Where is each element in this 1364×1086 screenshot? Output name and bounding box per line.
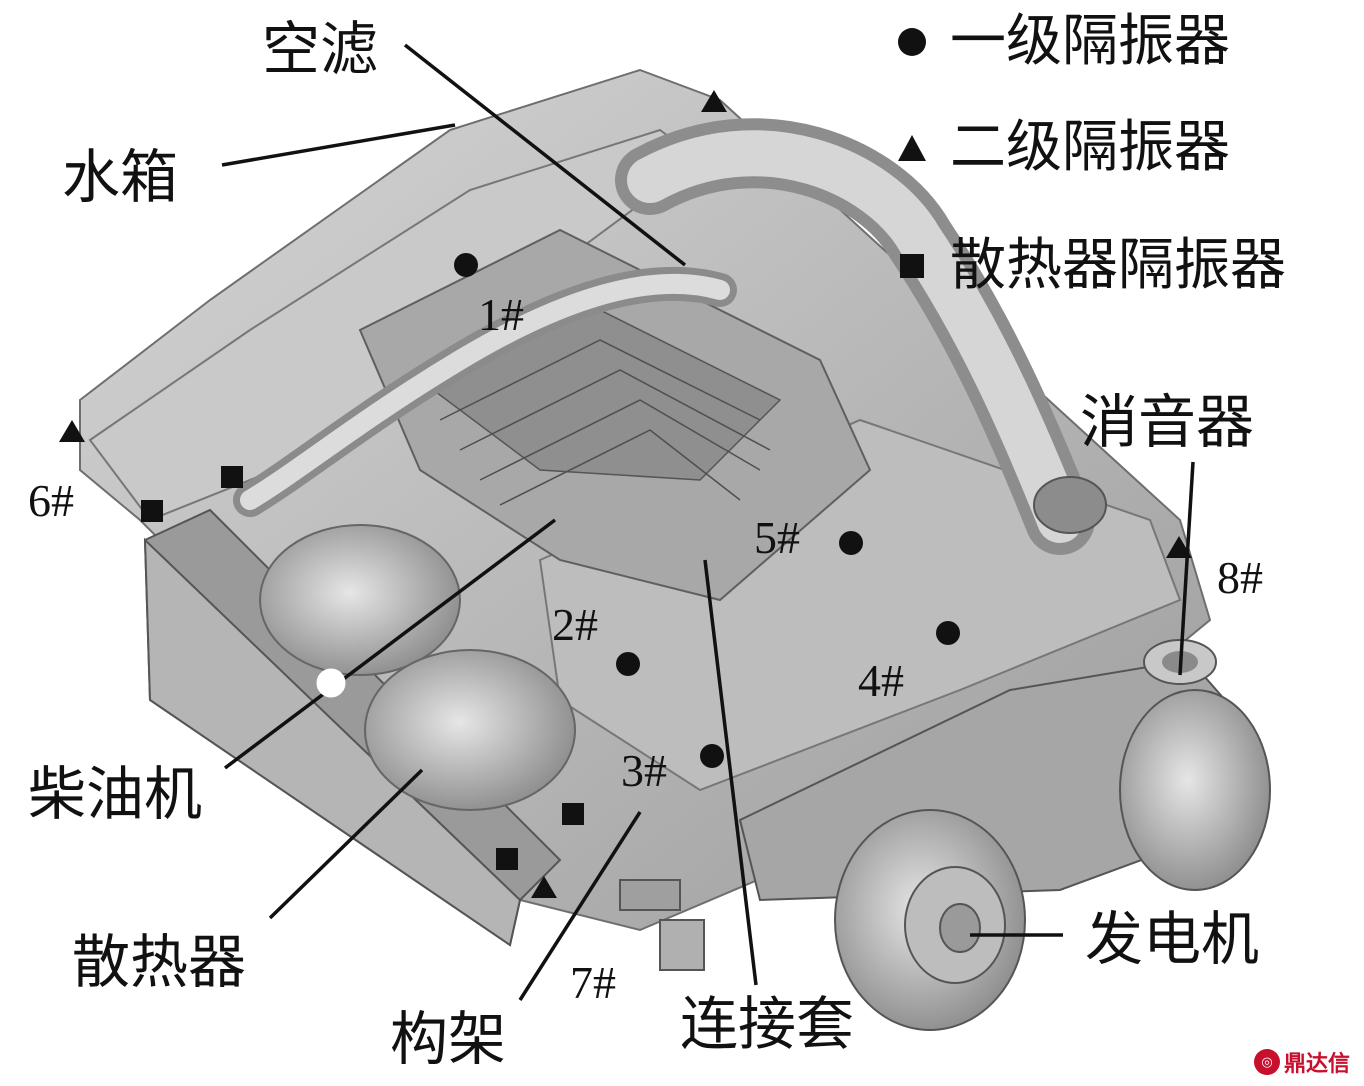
label-generator: 发电机 — [1085, 905, 1260, 973]
leader-muffler — [1178, 461, 1195, 676]
mount-label-3: 3# — [621, 745, 667, 796]
legend-secondary-label: 二级隔振器 — [950, 115, 1230, 180]
leader-coupling-sleeve — [703, 559, 758, 986]
label-frame: 构架 — [390, 1005, 507, 1073]
mount-label-7: 7# — [570, 957, 616, 1008]
generator — [738, 639, 1271, 1031]
primary-isolator-3 — [700, 744, 724, 768]
secondary-isolator-7 — [531, 876, 557, 898]
leader-lines — [221, 43, 1195, 1001]
radiator-isolator-a — [221, 466, 243, 488]
radiator-isolator-d — [496, 848, 518, 870]
legend-radiator-isolator-label: 散热器隔振器 — [950, 233, 1286, 298]
leader-frame — [518, 811, 642, 1001]
leader-diesel-engine — [223, 518, 557, 770]
mount-label-8: 8# — [1217, 552, 1263, 603]
isolator-markers — [59, 90, 1192, 898]
label-diesel-engine: 柴油机 — [28, 760, 203, 828]
watermark-logo-icon: ◎ — [1253, 1049, 1280, 1075]
secondary-isolator-top — [701, 90, 727, 112]
engine-callout-point — [316, 668, 346, 698]
radiator-box — [143, 508, 576, 947]
intake-pipe — [233, 266, 737, 517]
bottom-fittings — [619, 879, 705, 971]
secondary-isolator-8 — [1166, 536, 1192, 558]
legend-radiator-isolator: 散热器隔振器 — [890, 238, 1286, 294]
label-air-filter: 空滤 — [262, 15, 379, 83]
mount-label-4: 4# — [858, 655, 904, 706]
leader-water-tank — [221, 123, 456, 167]
primary-isolator-5 — [839, 531, 863, 555]
legend-secondary: 二级隔振器 — [890, 120, 1230, 176]
secondary-isolator-6 — [59, 420, 85, 442]
watermark-text: 鼎达信 — [1283, 1052, 1350, 1077]
label-muffler: 消音器 — [1080, 388, 1255, 456]
muffler-pipe — [615, 118, 1107, 555]
legend-primary-label: 一级隔振器 — [950, 9, 1230, 74]
primary-dot-icon — [890, 20, 934, 64]
mount-label-1: 1# — [478, 289, 524, 340]
radiator-isolator-c — [562, 803, 584, 825]
secondary-triangle-icon — [890, 126, 934, 170]
leader-radiator — [268, 768, 424, 920]
legend-primary: 一级隔振器 — [890, 14, 1230, 70]
label-radiator: 散热器 — [72, 928, 247, 996]
primary-isolator-2 — [616, 652, 640, 676]
label-coupling-sleeve: 连接套 — [680, 990, 855, 1058]
mount-label-5: 5# — [754, 512, 800, 563]
mount-label-2: 2# — [552, 599, 598, 650]
label-water-tank: 水箱 — [62, 143, 179, 211]
leader-air-filter — [403, 43, 687, 267]
primary-isolator-4 — [936, 621, 960, 645]
radiator-isolator-b — [141, 500, 163, 522]
mount-label-6: 6# — [28, 475, 74, 526]
primary-isolator-1 — [454, 253, 478, 277]
watermark: ◎ 鼎达信 — [1253, 1046, 1350, 1078]
radiator-square-icon — [890, 244, 934, 288]
